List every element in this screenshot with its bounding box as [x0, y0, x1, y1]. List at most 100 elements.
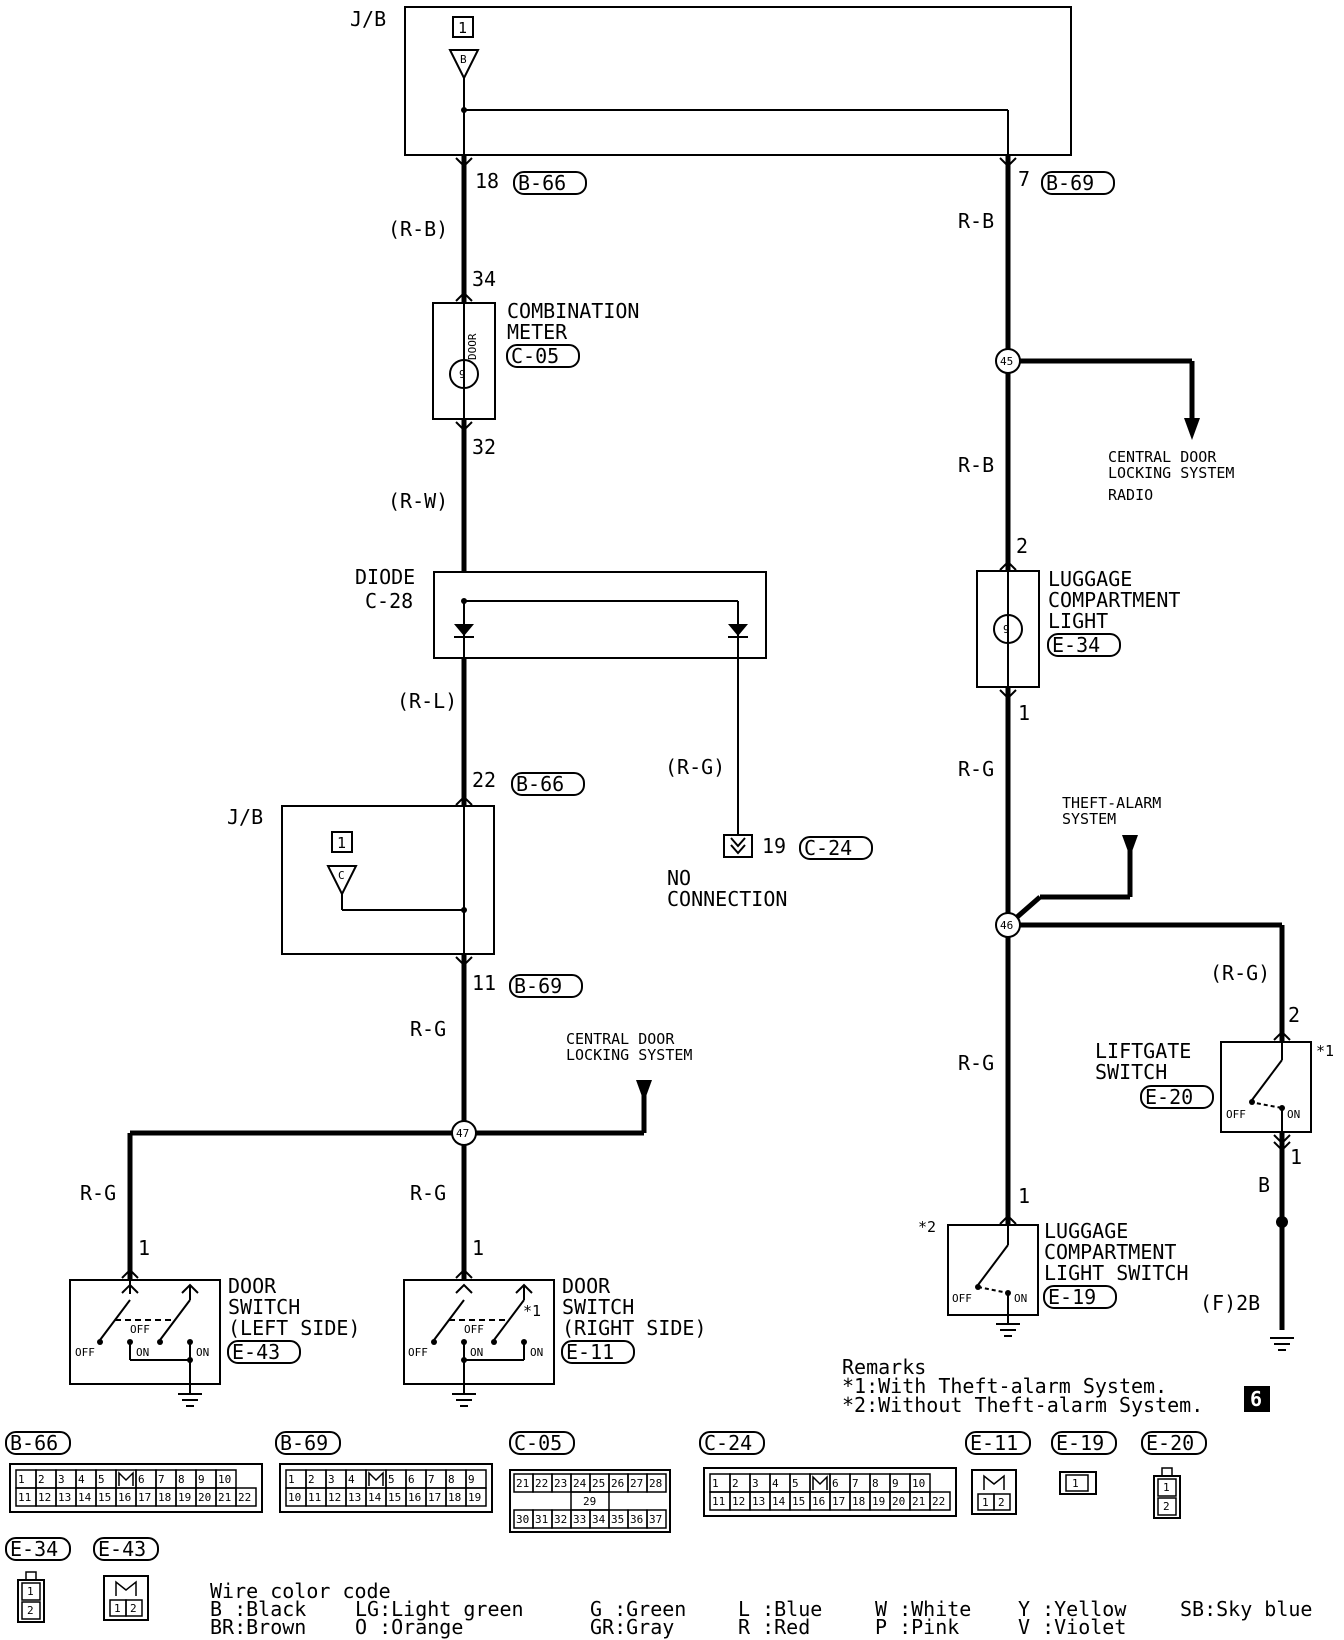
left-wire-bottom: 11 B-69 R-G CENTRAL DOOR LOCKING SYSTEM …: [80, 954, 692, 1280]
door-left-on2: ON: [196, 1346, 209, 1359]
left-wire-top: 18 B-66 (R-B) 34: [388, 155, 587, 302]
luggage-light-conn: E-34: [1052, 633, 1100, 657]
c24-conn: C-24: [804, 836, 852, 860]
wire-color-rg-left-door: R-G: [80, 1181, 116, 1205]
meter-name-1: COMBINATION: [507, 299, 639, 323]
connector-body: [1153, 1475, 1181, 1519]
wire-code-w: W :White: [875, 1597, 971, 1621]
connector-pin-e43-1: 1: [114, 1602, 121, 1615]
connector-label-e19: E-19: [1056, 1431, 1104, 1455]
jb-mid-terminal: C: [338, 869, 345, 882]
connector-cell: [1065, 1474, 1089, 1492]
wire-color-code: Wire color code B :Black BR:Brown LG:Lig…: [210, 1579, 1312, 1639]
connector-pin-b66-14: 14: [78, 1491, 92, 1504]
connector-pin-c24-3: 3: [752, 1477, 759, 1490]
liftgate-switch: (R-G) 2 *1 OFF ON LIFTGATE SWITCH E-20 1…: [1095, 925, 1334, 1351]
connector-pin-b66-4: 4: [78, 1473, 85, 1486]
connector-body: [279, 1463, 493, 1513]
wire-code-o: O :Orange: [355, 1615, 463, 1639]
connector-label-frame: [699, 1431, 765, 1455]
diode-code: C-28: [365, 589, 413, 613]
connector-body: [9, 1463, 263, 1513]
wire-code-g: G :Green: [590, 1597, 686, 1621]
conn-b66-label-1: B-66: [518, 171, 566, 195]
connector-pin-c24-16: 16: [812, 1495, 825, 1508]
connector-pin-c24-6: 6: [832, 1477, 839, 1490]
connector-pin-e20-2: 2: [1163, 1500, 1170, 1513]
door-right-on1: ON: [470, 1346, 483, 1359]
connector-label-e20: E-20: [1146, 1431, 1194, 1455]
remarks-1: *1:With Theft-alarm System.: [842, 1374, 1167, 1398]
connector-label-frame: [965, 1431, 1031, 1455]
door-left-off2: OFF: [130, 1323, 150, 1336]
central-door-left-2: LOCKING SYSTEM: [566, 1046, 692, 1064]
wire-color-b: B: [1258, 1173, 1270, 1197]
connector-label-e34: E-34: [10, 1537, 58, 1561]
connector-pin-b69-13: 13: [348, 1491, 361, 1504]
connector-pin-c24-18: 18: [852, 1495, 865, 1508]
connector-pin-b66-8: 8: [178, 1473, 185, 1486]
connector-body: [1059, 1471, 1097, 1495]
connector-pin-e34-1: 1: [27, 1585, 34, 1598]
connector-pin-b66-9: 9: [198, 1473, 205, 1486]
connector-pin-c24-15: 15: [792, 1495, 805, 1508]
connector-label-frame: [509, 1431, 575, 1455]
door-right-off2: OFF: [464, 1323, 484, 1336]
connector-cell: [1157, 1478, 1177, 1497]
connector-pin-c24-17: 17: [832, 1495, 845, 1508]
connector-pin-b69-1: 1: [288, 1473, 295, 1486]
wire-code-br: BR:Brown: [210, 1615, 306, 1639]
wire-color-rb-left: (R-B): [388, 217, 448, 241]
wire-color-rg-right-1: R-G: [958, 757, 994, 781]
connector-pin-c24-13: 13: [752, 1495, 765, 1508]
door-left-on1: ON: [136, 1346, 149, 1359]
door-right-name-1: DOOR: [562, 1274, 611, 1298]
connector-label-frame: [1141, 1431, 1207, 1455]
door-left-name-1: DOOR: [228, 1274, 277, 1298]
wire-color-rg-right-door: R-G: [410, 1181, 446, 1205]
connector-label-frame: [1051, 1431, 1117, 1455]
connector-pin-b69-9: 9: [468, 1473, 475, 1486]
connector-pin-e34-2: 2: [27, 1604, 34, 1617]
connector-pin-e19-1: 1: [1072, 1477, 1079, 1490]
connector-pin-c24-5: 5: [792, 1477, 799, 1490]
wire-color-rl: (R-L): [397, 689, 457, 713]
meter-name-2: METER: [507, 320, 568, 344]
right-wire-top: 7 B-69 R-B 45 CENTRAL DOOR LOCKING SYSTE…: [958, 155, 1234, 570]
theft-alarm-1: THEFT-ALARM: [1062, 794, 1161, 812]
jb-top-box: [404, 6, 1072, 156]
connector-pin-c05-36: 36: [630, 1513, 643, 1526]
wire-code-y: Y :Yellow: [1018, 1597, 1127, 1621]
luggage-light-pin-bottom: 1: [1018, 701, 1030, 725]
luggage-light-name-3: LIGHT: [1048, 609, 1108, 633]
conn-b66-label-2: B-66: [516, 772, 564, 796]
diode-name: DIODE: [355, 565, 415, 589]
connector-label-e43: E-43: [98, 1537, 146, 1561]
connector-label-frame: [5, 1431, 71, 1455]
door-left-off1: OFF: [75, 1346, 95, 1359]
connector-cell: [125, 1599, 143, 1617]
connector-cell: [235, 1487, 257, 1507]
luggage-light-pin-top: 2: [1016, 534, 1028, 558]
luggage-light-name-1: LUGGAGE: [1048, 567, 1132, 591]
connector-key: [118, 1471, 134, 1486]
left-wire-lower: (R-L) 22 B-66: [397, 658, 585, 806]
wire-code-p: P :Pink: [875, 1615, 959, 1639]
right-wire-lower: R-G THEFT-ALARM SYSTEM 46 R-G 1: [958, 687, 1282, 1225]
connector-pin-c24-14: 14: [772, 1495, 786, 1508]
connector-pin-c05-28: 28: [649, 1477, 662, 1490]
connector-pin-c24-21: 21: [912, 1495, 925, 1508]
luggage-switch-name-1: LUGGAGE: [1044, 1219, 1128, 1243]
wire-color-rg-diode: (R-G): [665, 755, 725, 779]
door-right-name-2: SWITCH: [562, 1295, 634, 1319]
connector-pin-c05-31: 31: [535, 1513, 548, 1526]
connector-pin-c24-12: 12: [732, 1495, 745, 1508]
connector-pin-b66-1: 1: [18, 1473, 25, 1486]
pin-18: 18: [475, 169, 499, 193]
left-wire-mid: 32 (R-W): [388, 419, 496, 572]
pin-11: 11: [472, 971, 496, 995]
wire-color-rg-1: R-G: [410, 1017, 446, 1041]
wire-code-r: R :Red: [738, 1615, 810, 1639]
door-switch-left: 1 OFF OFF ON ON DOOR SWITCH (LEFT SIDE) …: [69, 1236, 360, 1407]
luggage-switch-mark: *2: [918, 1218, 936, 1236]
